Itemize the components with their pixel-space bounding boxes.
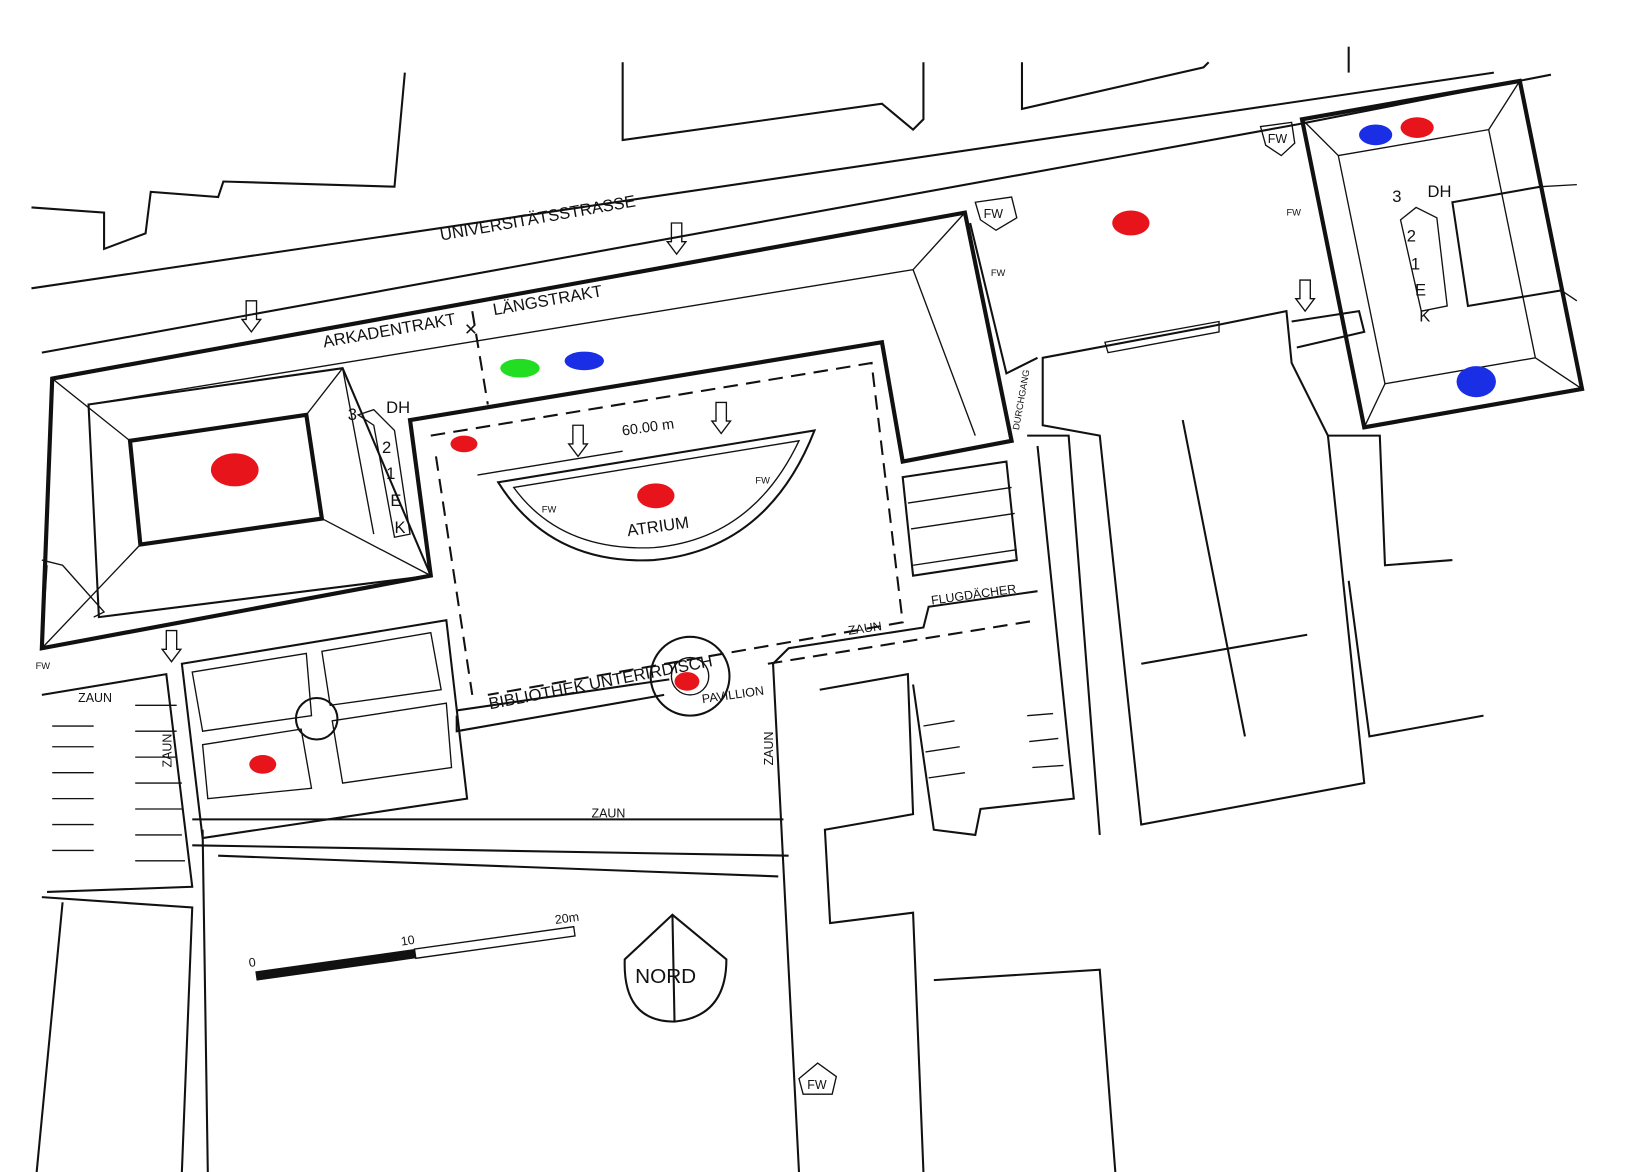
fw-arrow-icon (665, 222, 688, 256)
fw-arrow-icon (798, 1062, 838, 1095)
floor-label: DH (386, 398, 410, 417)
fw-arrow-icon (974, 196, 1018, 232)
floor-label: E (390, 491, 401, 510)
flugdaecher (901, 445, 1075, 837)
durchgang-label: DURCHGANG (1011, 369, 1031, 431)
marker-blue[interactable] (1359, 124, 1393, 146)
scale-label-zero: 0 (248, 955, 257, 970)
north-arrow-icon: NORD (623, 913, 728, 1023)
floor-label: DH (1428, 182, 1452, 201)
floor-label: 2 (1407, 227, 1416, 246)
scale-label-end: 20m (554, 910, 580, 927)
marker-red[interactable] (1112, 210, 1150, 236)
floor-label: 3 (1392, 187, 1401, 206)
floor-label: E (1415, 281, 1426, 300)
floor-label: K (394, 518, 405, 537)
street-lines (31, 46, 1552, 354)
fw-label: FW (1286, 208, 1301, 218)
fw-arrow-icon (160, 629, 183, 663)
atrium-width-label: 60.00 m (621, 416, 675, 439)
floor-label: 1 (386, 464, 395, 483)
floor-label: 2 (382, 438, 391, 457)
fw-arrow-icon (567, 424, 589, 458)
flugdaecher-label: FLUGDÄCHER (930, 582, 1017, 608)
marker-blue[interactable] (1456, 366, 1496, 398)
zaun-label: ZAUN (78, 691, 112, 705)
zaun-label: ZAUN (160, 734, 174, 768)
floor-label: 1 (1411, 255, 1420, 274)
floor-label: K (1419, 307, 1430, 326)
fw-arrow-icon (240, 300, 263, 334)
fw-arrow-icon (1259, 121, 1296, 157)
building-northeast: 3 DH 2 1 E K (1299, 78, 1585, 430)
fw-label: FW (807, 1078, 827, 1092)
building-east (969, 222, 1484, 836)
marker-red[interactable] (210, 453, 259, 487)
north-label: NORD (635, 965, 696, 988)
fw-label: FW (542, 504, 557, 514)
fw-label: FW (991, 268, 1006, 278)
divider-mark: ✕ (464, 320, 478, 339)
street-label: UNIVERSITÄTSSTRASSE (439, 191, 637, 244)
marker-red[interactable] (249, 755, 277, 774)
marker-red[interactable] (674, 672, 700, 691)
floor-stack-west: 3 DH 2 1 E K (348, 398, 411, 539)
building-south (35, 590, 1117, 1172)
fw-label: FW (36, 661, 51, 671)
parking-west (41, 672, 789, 894)
floor-label: 3 (348, 405, 357, 424)
fw-markers: FW FW FW FW FW FW FW FW (36, 121, 1316, 1095)
fw-arrow-icon (710, 401, 732, 435)
bibliothek-path (455, 619, 1038, 733)
marker-blue[interactable] (564, 351, 604, 371)
west-wing (39, 210, 1015, 651)
fw-arrow-icon (1294, 279, 1316, 313)
zaun-label: ZAUN (592, 806, 626, 820)
fw-label: FW (1268, 132, 1288, 146)
marker-red[interactable] (637, 483, 675, 509)
marker-red[interactable] (450, 435, 478, 453)
marker-green[interactable] (500, 358, 540, 378)
zaun-label: ZAUN (762, 732, 776, 766)
garden (180, 619, 469, 840)
marker-red[interactable] (1400, 117, 1434, 138)
pavillion-label: PAVILLION (701, 684, 765, 707)
zaun-label: ZAUN (847, 619, 882, 638)
atrium-label: ATRIUM (626, 513, 690, 540)
fw-label: FW (984, 207, 1004, 221)
scale-bar: 0 10 20m (248, 910, 580, 981)
scale-label-mid: 10 (400, 933, 416, 949)
markers (210, 117, 1496, 774)
fw-label: FW (755, 475, 770, 485)
